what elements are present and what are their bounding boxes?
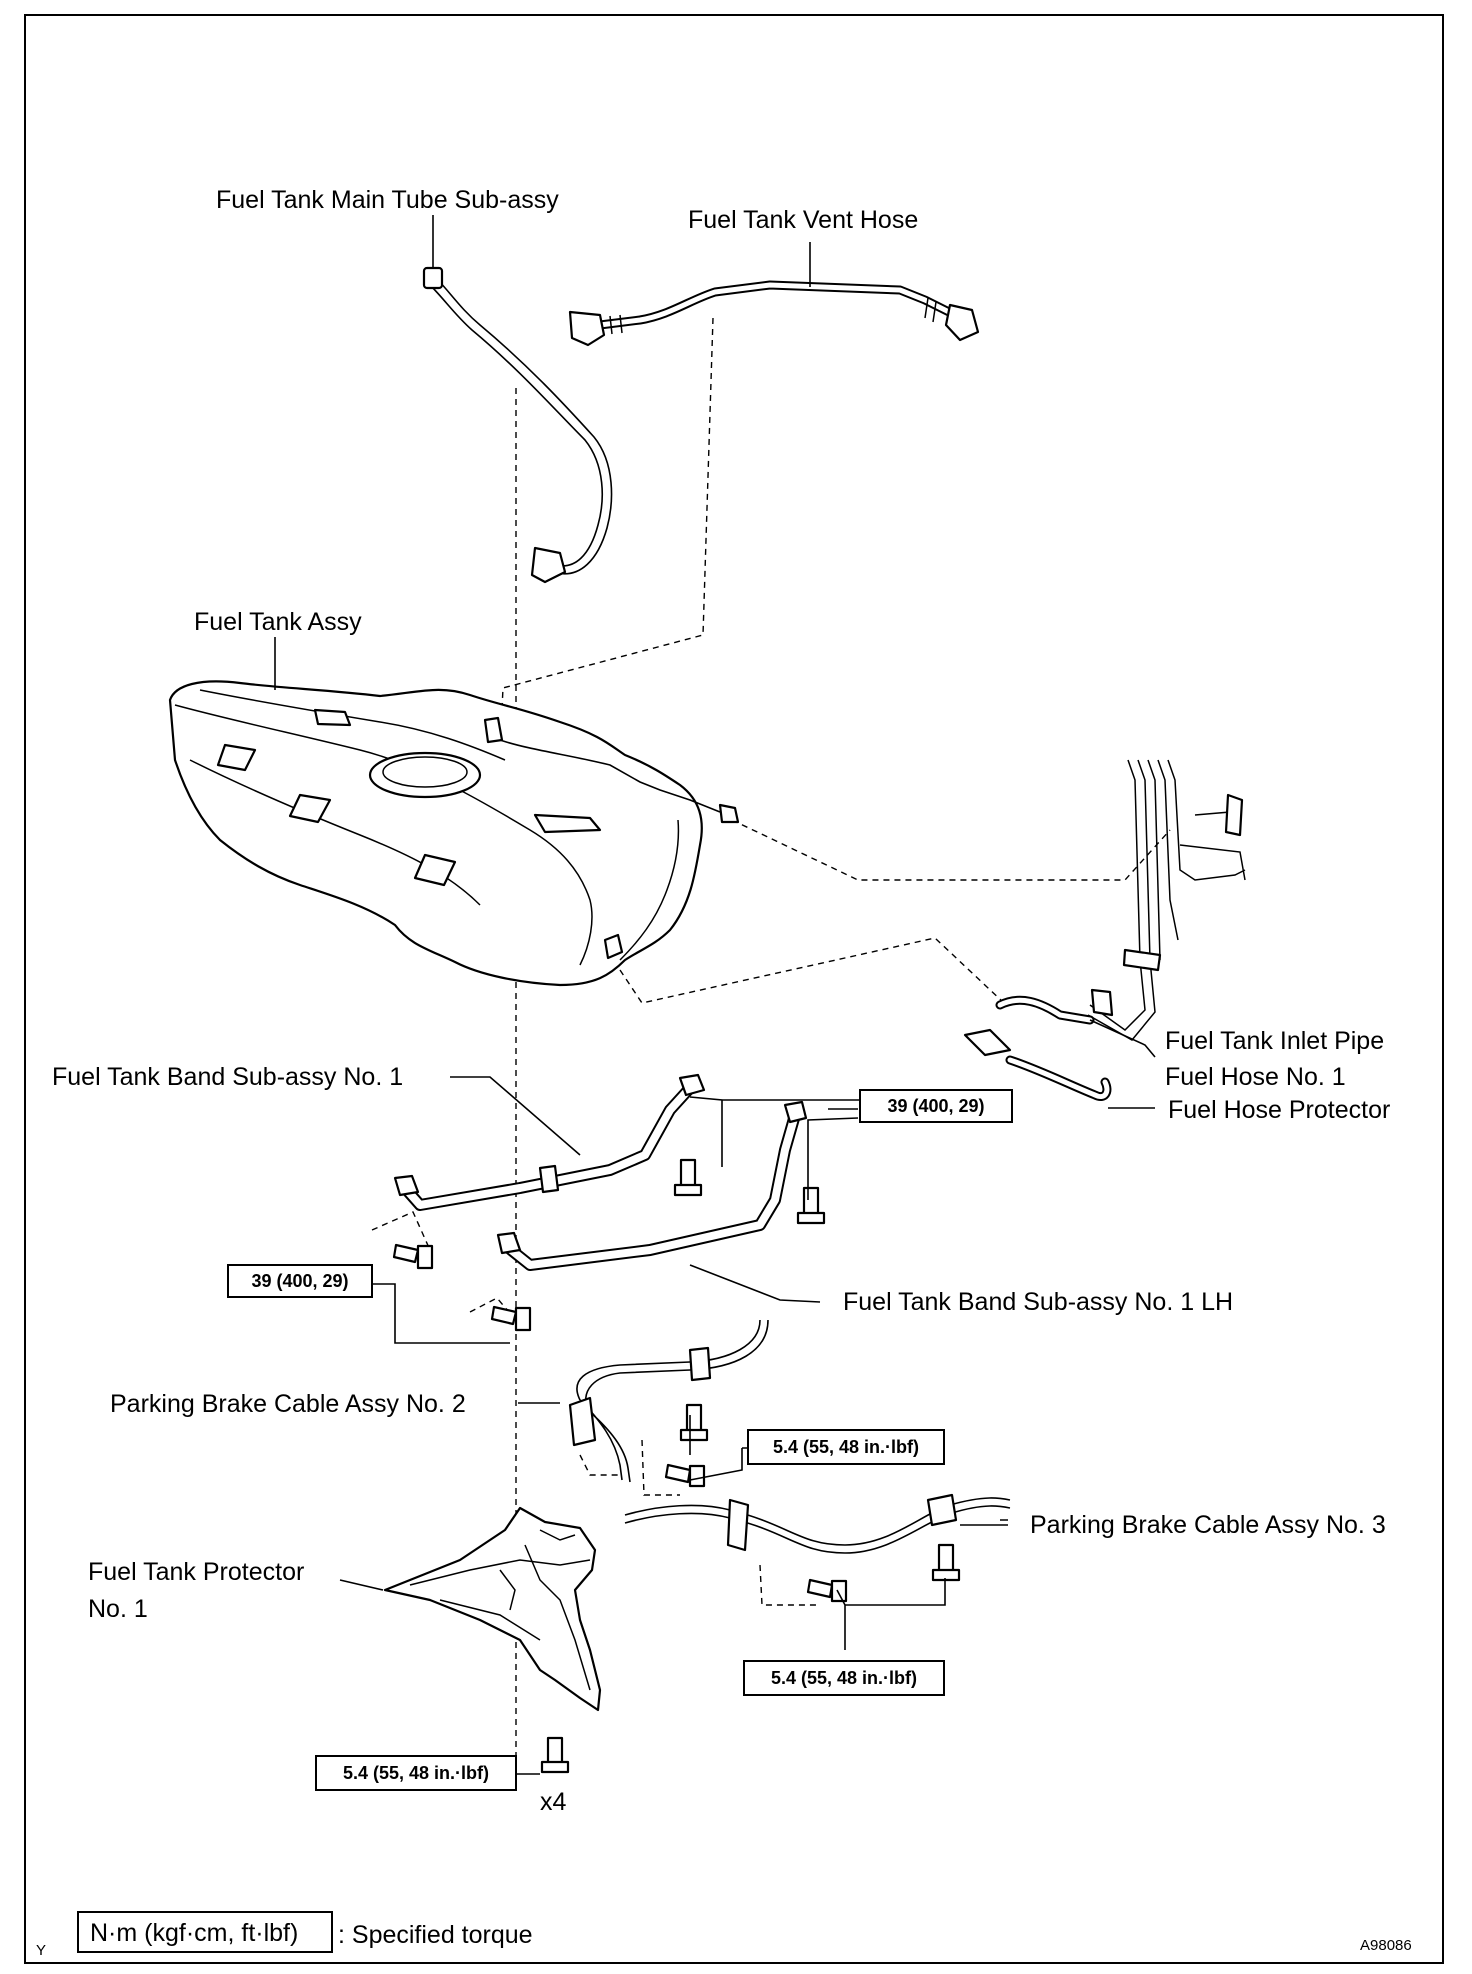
fuel-tank-part bbox=[168, 680, 740, 987]
legend-unit-box bbox=[77, 1911, 333, 1953]
tank-band-no1-part bbox=[393, 1073, 706, 1211]
tank-protector-part bbox=[383, 1506, 602, 1712]
label-tank-assy: Fuel Tank Assy bbox=[194, 608, 362, 636]
label-protector-line2: No. 1 bbox=[88, 1595, 148, 1623]
fuel-hose-part bbox=[963, 995, 1112, 1101]
legend-description: : Specified torque bbox=[338, 1921, 533, 1949]
torque-cable2: 5.4 (55, 48 in.·lbf) bbox=[773, 1437, 919, 1457]
legend: N·m (kgf·cm, ft·lbf) : Specified torque bbox=[77, 1911, 533, 1953]
torque-box-cable2 bbox=[747, 1429, 945, 1465]
label-vent-hose: Fuel Tank Vent Hose bbox=[688, 206, 918, 234]
legend-units: N·m (kgf·cm, ft·lbf) bbox=[90, 1919, 298, 1947]
vent-hose-part bbox=[568, 280, 980, 347]
label-main-tube: Fuel Tank Main Tube Sub-assy bbox=[216, 186, 559, 214]
label-fuel-hose: Fuel Hose No. 1 bbox=[1165, 1063, 1346, 1091]
label-protector-line1: Fuel Tank Protector bbox=[88, 1558, 304, 1586]
torque-box-band-left bbox=[227, 1264, 373, 1298]
bolts bbox=[392, 1158, 961, 1774]
label-inlet-pipe: Fuel Tank Inlet Pipe bbox=[1165, 1027, 1384, 1055]
part-labels: Fuel Tank Main Tube Sub-assy Fuel Tank V… bbox=[52, 186, 1390, 1623]
label-brake-cable-3: Parking Brake Cable Assy No. 3 bbox=[1030, 1511, 1386, 1539]
figure-id: A98086 bbox=[1360, 1937, 1412, 1954]
torque-specs: 39 (400, 29) 39 (400, 29) 5.4 (55, 48 in… bbox=[227, 1089, 1013, 1816]
brake-cable-3-part bbox=[624, 1493, 1011, 1554]
torque-band-right: 39 (400, 29) bbox=[887, 1096, 984, 1116]
torque-box-protector bbox=[315, 1755, 517, 1791]
corner-mark: Y bbox=[36, 1942, 46, 1959]
brake-cable-2-part bbox=[568, 1319, 769, 1483]
torque-box-band-right bbox=[859, 1089, 1013, 1123]
label-hose-protector: Fuel Hose Protector bbox=[1168, 1096, 1390, 1124]
bolt-count: x4 bbox=[540, 1788, 567, 1816]
torque-box-cable3 bbox=[743, 1660, 945, 1696]
label-brake-cable-2: Parking Brake Cable Assy No. 2 bbox=[110, 1390, 466, 1418]
torque-protector: 5.4 (55, 48 in.·lbf) bbox=[343, 1763, 489, 1783]
inlet-pipe-part bbox=[1087, 759, 1246, 1041]
label-band-no1: Fuel Tank Band Sub-assy No. 1 bbox=[52, 1063, 403, 1091]
diagram-frame bbox=[24, 14, 1444, 1964]
torque-band-left: 39 (400, 29) bbox=[251, 1271, 348, 1291]
main-tube-part bbox=[422, 266, 613, 584]
torque-cable3: 5.4 (55, 48 in.·lbf) bbox=[771, 1668, 917, 1688]
tank-band-lh-part bbox=[496, 1100, 808, 1271]
leader-lines bbox=[274, 215, 1156, 1775]
label-band-no1-lh: Fuel Tank Band Sub-assy No. 1 LH bbox=[843, 1288, 1233, 1316]
